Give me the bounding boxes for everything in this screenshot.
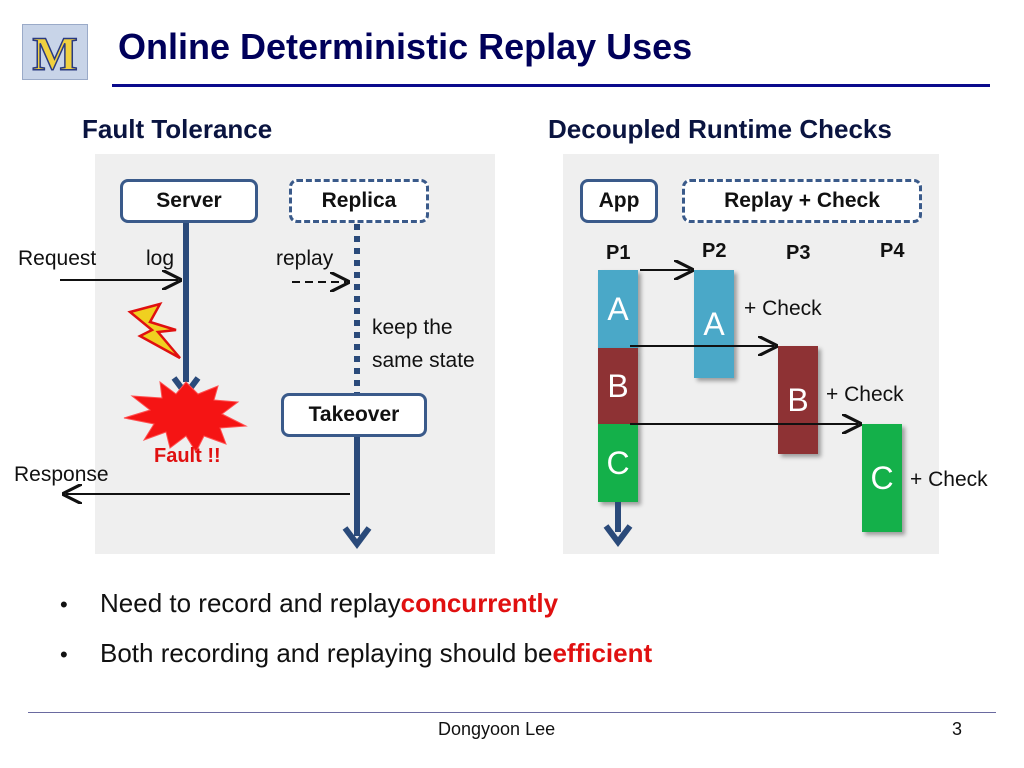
- replay-label: replay: [276, 247, 334, 270]
- request-label: Request: [18, 247, 97, 270]
- footer-author: Dongyoon Lee: [438, 719, 556, 739]
- keep-state-line-2: same state: [372, 349, 475, 372]
- replica-timeline-arrowhead: [342, 526, 372, 549]
- keep-state-line-1: keep the: [372, 316, 453, 339]
- p3-block-b: B: [778, 346, 818, 454]
- p1-timeline-arrowhead: [603, 524, 633, 547]
- title-underline: [112, 84, 990, 87]
- p3-label: P3: [786, 242, 811, 264]
- bullet-item: • Need to record and replay concurrently: [60, 588, 652, 638]
- slide-title: Online Deterministic Replay Uses: [118, 26, 693, 67]
- p1-block-c: C: [598, 424, 638, 502]
- takeover-box: Takeover: [281, 393, 427, 437]
- lightning-icon: [127, 302, 181, 360]
- p4-label: P4: [880, 240, 905, 262]
- server-box: Server: [120, 179, 258, 223]
- footer-divider: [28, 712, 996, 713]
- bullet-emphasis: efficient: [552, 638, 653, 668]
- runtime-checks-heading: Decoupled Runtime Checks: [548, 114, 892, 144]
- p1-block-b: B: [598, 348, 638, 424]
- bullet-list: • Need to record and replay concurrently…: [60, 588, 652, 688]
- check-a-label: + Check: [744, 297, 822, 320]
- bullet-emphasis: concurrently: [400, 588, 559, 618]
- log-label: log: [146, 247, 175, 270]
- response-label: Response: [14, 463, 109, 486]
- bullet-icon: •: [60, 642, 68, 667]
- p1-block-a: A: [598, 270, 638, 348]
- bullet-item: • Both recording and replaying should be…: [60, 638, 652, 688]
- check-c-label: + Check: [910, 468, 988, 491]
- university-logo: M: [21, 23, 89, 82]
- explosion-icon: [123, 380, 248, 454]
- bullet-text: Need to record and replay: [100, 588, 401, 618]
- app-box: App: [580, 179, 658, 223]
- fault-label: Fault !!: [154, 445, 221, 467]
- bullet-text: Both recording and replaying should be: [100, 638, 553, 668]
- check-b-label: + Check: [826, 383, 904, 406]
- bullet-icon: •: [60, 592, 68, 617]
- page-number: 3: [952, 719, 963, 739]
- p1-label: P1: [606, 242, 631, 264]
- p4-block-c: C: [862, 424, 902, 532]
- p2-block-a: A: [694, 270, 734, 378]
- p2-label: P2: [702, 240, 727, 262]
- replica-box: Replica: [289, 179, 429, 223]
- logo-letter: M: [32, 28, 77, 80]
- replay-check-box: Replay + Check: [682, 179, 922, 223]
- fault-tolerance-heading: Fault Tolerance: [82, 114, 273, 144]
